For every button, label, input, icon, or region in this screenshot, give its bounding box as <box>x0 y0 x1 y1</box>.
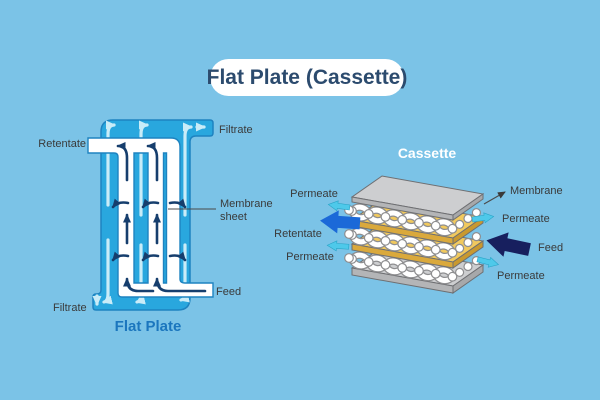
feed-turn-arrow-1 <box>123 277 155 293</box>
membrane-pointer-arrow <box>483 191 506 205</box>
filtrate-arrow-up-2 <box>138 120 149 217</box>
retentate-curve-arrow-2 <box>146 142 159 182</box>
title-banner: Flat Plate (Cassette) <box>207 59 408 96</box>
label-filtrate-bottom: Filtrate <box>53 302 87 314</box>
retentate-arrow <box>320 210 361 234</box>
retentate-curve-arrow-1 <box>116 142 129 182</box>
permeate-arrow-right-upper <box>471 212 495 224</box>
label-retentate-cassette: Retentate <box>274 228 322 240</box>
cassette-caption: Cassette <box>398 145 457 161</box>
label-permeate-bottom-right: Permeate <box>497 270 545 282</box>
permeate-hook-6 <box>168 251 187 262</box>
label-permeate-right-upper: Permeate <box>502 213 550 225</box>
permeate-hook-1 <box>111 198 130 209</box>
feed-turn-arrow-2 <box>153 277 207 293</box>
permeate-arrow-bottom-right <box>476 256 500 268</box>
filtrate-arrow-up-3 <box>182 122 193 217</box>
spacer-layer-1 <box>344 203 481 237</box>
label-feed-cassette: Feed <box>538 242 563 254</box>
permeate-arrow-top-left <box>327 200 351 212</box>
label-permeate-top-left: Permeate <box>290 188 338 200</box>
label-membrane-sheet-line2: sheet <box>220 211 247 223</box>
cassette-top-plate <box>350 175 485 221</box>
cassette-diagram: Cassette <box>274 145 563 294</box>
spacer-layer-3 <box>344 251 481 285</box>
permeate-hook-5 <box>141 251 160 262</box>
spacer-layer-2 <box>344 227 481 261</box>
feed-flow-arrows <box>111 142 207 293</box>
flat-plate-caption: Flat Plate <box>115 318 182 335</box>
flat-plate-diagram: Retentate Filtrate Membrane sheet Feed F… <box>38 119 273 335</box>
label-retentate: Retentate <box>38 138 86 150</box>
permeate-hook-4 <box>111 251 130 262</box>
permeate-hook-3 <box>168 198 187 209</box>
page-title: Flat Plate (Cassette) <box>207 66 408 89</box>
permeate-arrow-bottom-left <box>326 240 350 252</box>
label-filtrate-top: Filtrate <box>219 124 253 136</box>
filtrate-arrow-up-1 <box>105 120 116 207</box>
label-permeate-bottom-left: Permeate <box>286 251 334 263</box>
feed-arrow <box>486 232 531 257</box>
filtrate-arrow-down-1 <box>102 238 113 305</box>
label-feed-left: Feed <box>216 286 241 298</box>
title-pill <box>210 59 404 96</box>
label-membrane-sheet-line1: Membrane <box>220 198 273 210</box>
label-membrane: Membrane <box>510 185 563 197</box>
permeate-hook-2 <box>141 198 160 209</box>
